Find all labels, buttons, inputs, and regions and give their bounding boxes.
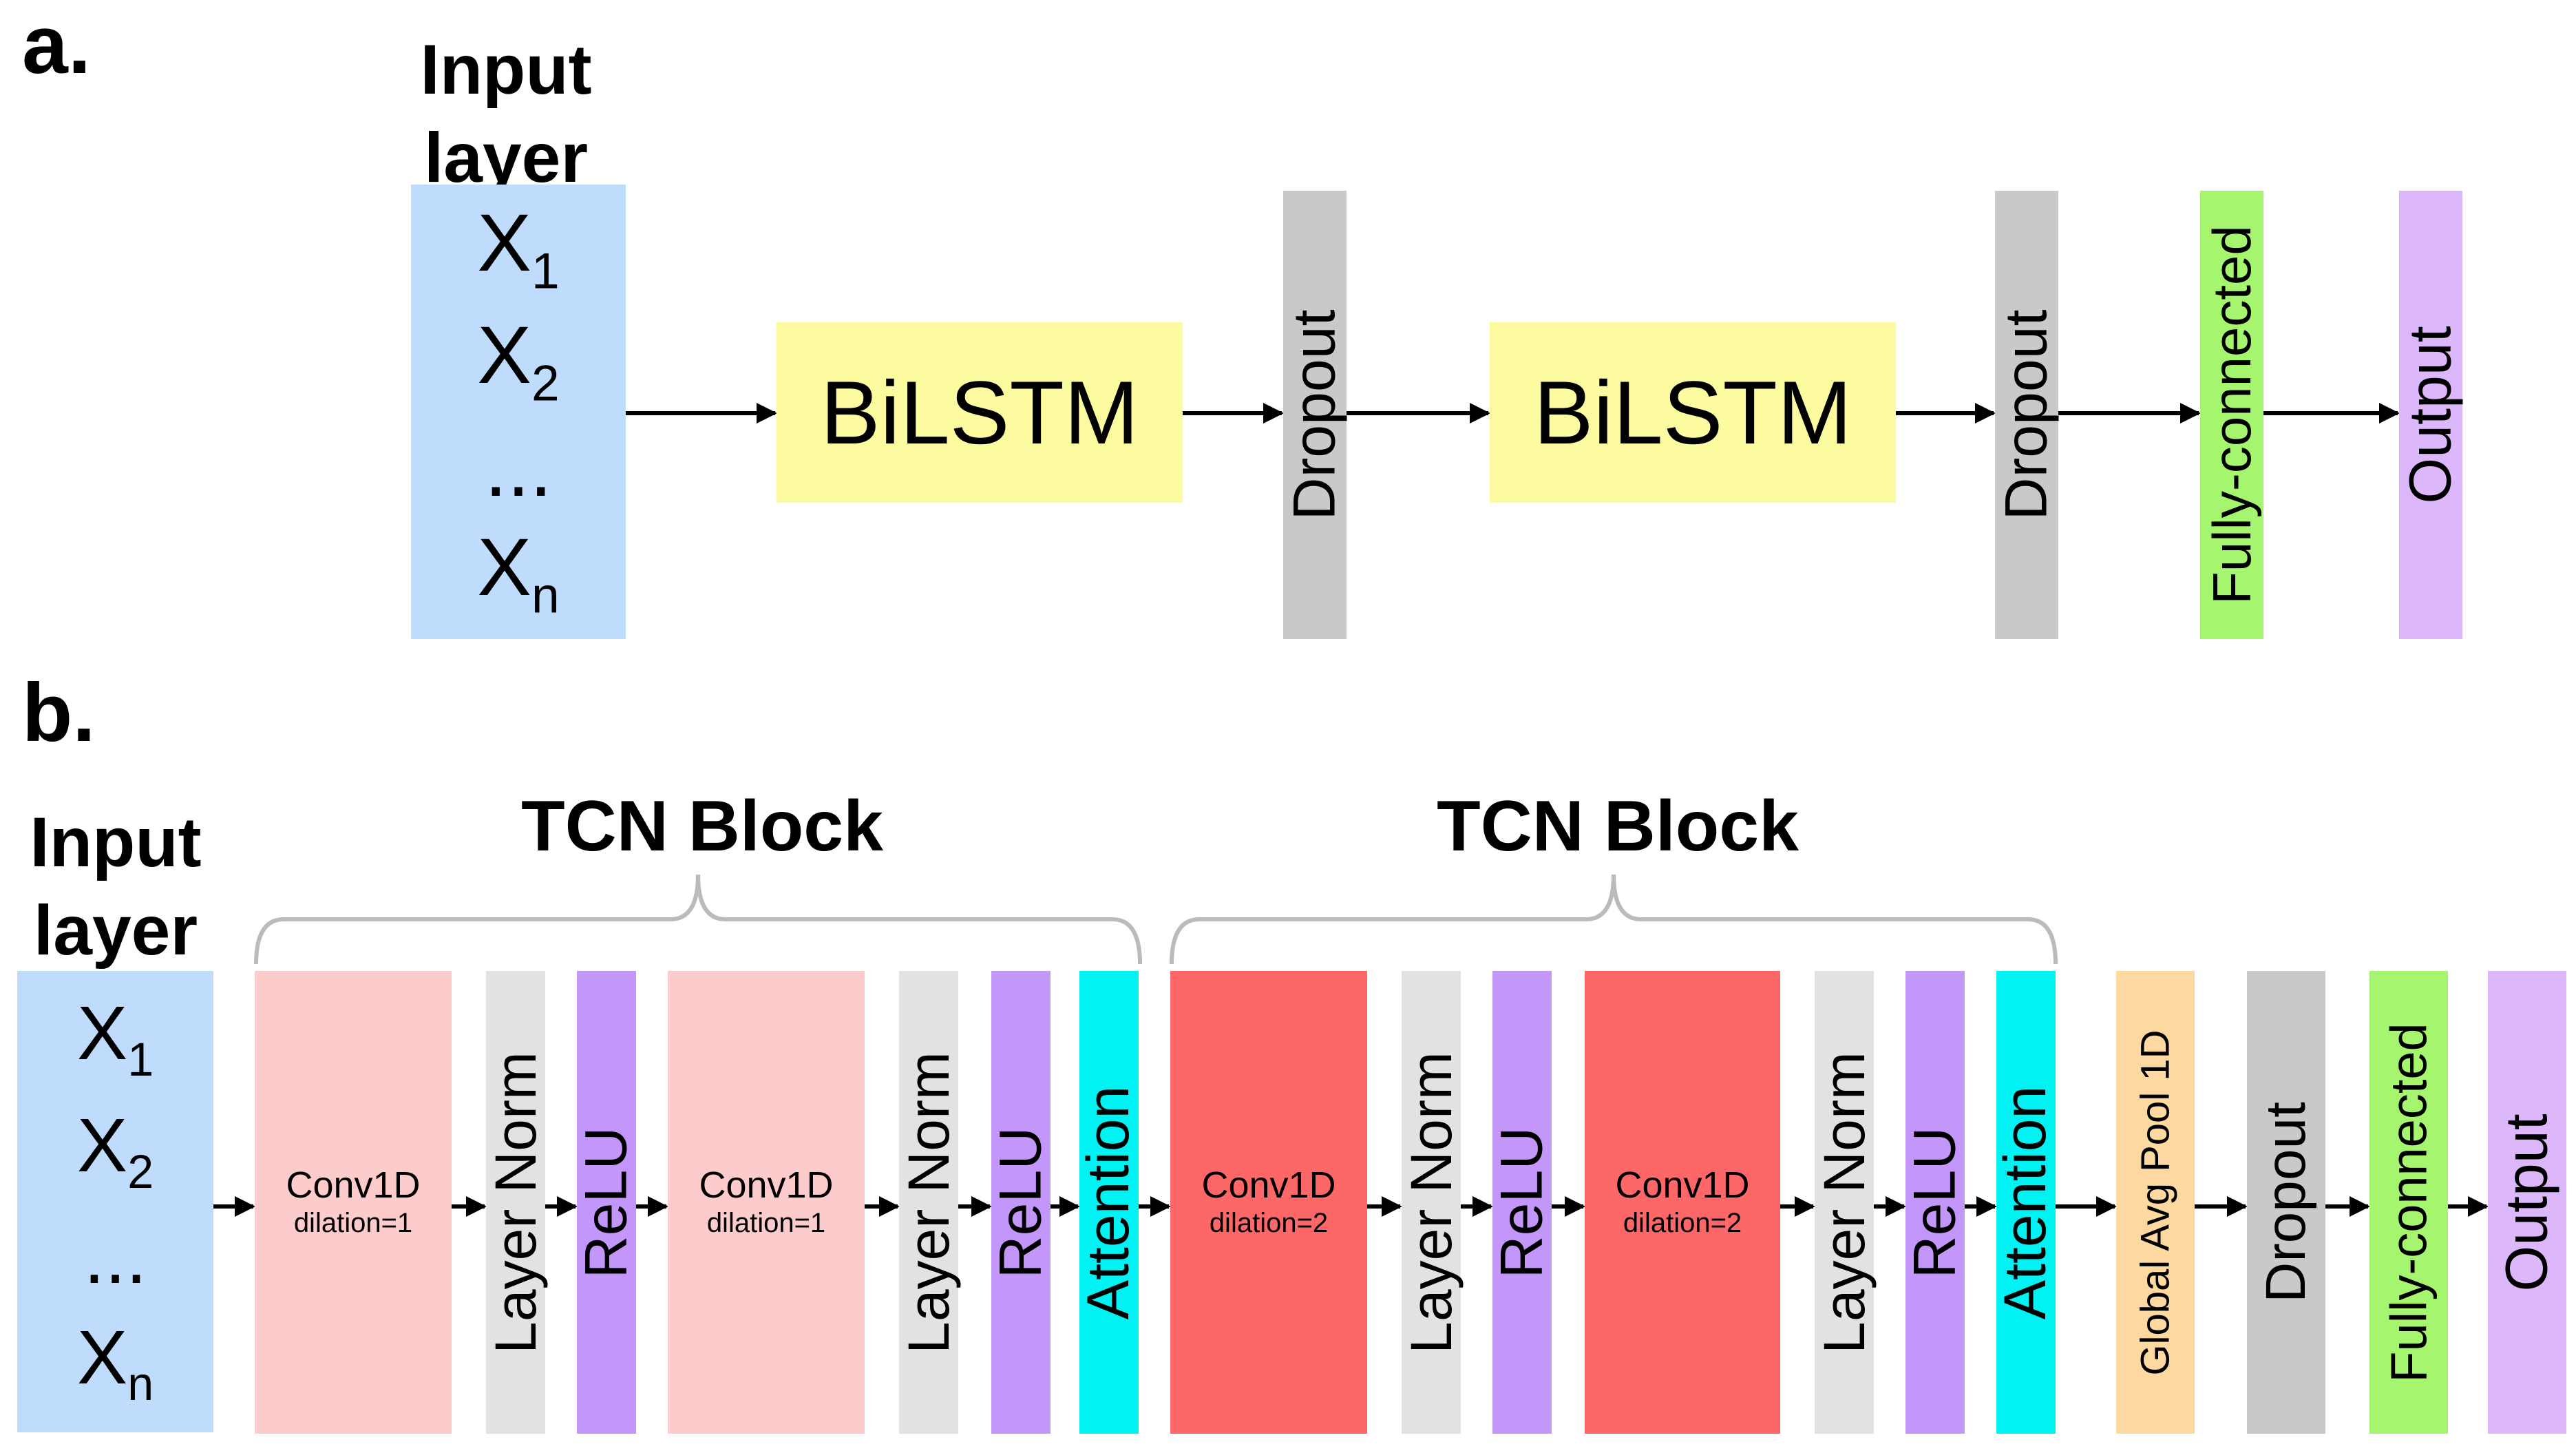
input-variable-base: X bbox=[76, 990, 128, 1076]
b-output: Output bbox=[2488, 971, 2566, 1434]
input-variable: Xn bbox=[77, 1320, 154, 1408]
tcn-block-title-2: TCN Block bbox=[1437, 786, 1799, 866]
b-relu-1: ReLU bbox=[573, 971, 640, 1434]
conv-label: Conv1D bbox=[1615, 1164, 1750, 1206]
a-fully-connected: Fully-connected bbox=[2200, 191, 2263, 639]
conv-label: Conv1D bbox=[1201, 1164, 1336, 1206]
input-variable-subscript: 2 bbox=[531, 355, 560, 412]
a-dropout-1: Dropout bbox=[1281, 191, 1348, 639]
a-bilstm-2: BiLSTM bbox=[1490, 322, 1896, 503]
layer-label: ReLU bbox=[987, 1127, 1054, 1278]
conv-dilation: dilation=1 bbox=[293, 1207, 413, 1238]
layer-label: Global Avg Pool 1D bbox=[2133, 1029, 2178, 1375]
input-variable-base: ... bbox=[83, 1215, 147, 1300]
layer-label: Fully-connected bbox=[2201, 225, 2262, 605]
layer-label: Dropout bbox=[1281, 309, 1348, 521]
input-variable-subscript: 1 bbox=[127, 1033, 154, 1086]
input-variable-base: X bbox=[76, 1102, 128, 1188]
layer-label: Layer Norm bbox=[483, 1051, 548, 1354]
input-variable-base: X bbox=[477, 198, 532, 289]
layer-label: ReLU bbox=[1901, 1127, 1968, 1278]
b-attention-2: Attention bbox=[1993, 971, 2059, 1434]
input-variable-base: X bbox=[477, 310, 532, 401]
input-variable: X1 bbox=[77, 995, 154, 1086]
input-variable: Xn bbox=[477, 527, 559, 621]
input-variable-base: X bbox=[477, 521, 532, 613]
b-relu-2: ReLU bbox=[988, 971, 1054, 1434]
layer-label: BiLSTM bbox=[1533, 362, 1852, 463]
layer-label: Layer Norm bbox=[1811, 1051, 1877, 1354]
b-layer-norm-4: Layer Norm bbox=[1812, 971, 1877, 1434]
input-variable-subscript: 2 bbox=[127, 1145, 154, 1198]
layer-label: ReLU bbox=[1488, 1127, 1555, 1278]
layer-label: ReLU bbox=[573, 1127, 640, 1278]
tcn-block-bracket-1 bbox=[254, 874, 1142, 965]
layer-label: Attention bbox=[1992, 1085, 2059, 1319]
panel-b-label: b. bbox=[22, 667, 96, 759]
a-dropout-2: Dropout bbox=[1993, 191, 2060, 639]
a-bilstm-1: BiLSTM bbox=[777, 322, 1183, 503]
b-layer-norm-3: Layer Norm bbox=[1399, 971, 1464, 1434]
b-global-avg-pool: Global Avg Pool 1D bbox=[2116, 971, 2195, 1434]
layer-label: Output bbox=[2397, 326, 2464, 504]
b-layer-norm-2: Layer Norm bbox=[896, 971, 961, 1434]
input-variable: X2 bbox=[77, 1107, 154, 1198]
b-fully-connected: Fully-connected bbox=[2369, 971, 2448, 1434]
input-variable-base: X bbox=[76, 1315, 128, 1401]
input-variable-subscript: 1 bbox=[531, 242, 560, 300]
layer-label: Fully-connected bbox=[2380, 1022, 2438, 1383]
conv-label: Conv1D bbox=[699, 1164, 834, 1206]
conv-label: Conv1D bbox=[286, 1164, 421, 1206]
panel-a-label: a. bbox=[22, 0, 92, 91]
layer-label: Layer Norm bbox=[1398, 1051, 1464, 1354]
input-variable-subscript: n bbox=[127, 1357, 154, 1410]
input-variable-base: ... bbox=[484, 422, 553, 514]
b-dropout: Dropout bbox=[2247, 971, 2325, 1434]
input-variable: ... bbox=[485, 428, 552, 509]
conv-dilation: dilation=2 bbox=[1623, 1207, 1742, 1238]
b-layer-norm-1: Layer Norm bbox=[483, 971, 548, 1434]
b-attention-1: Attention bbox=[1076, 971, 1142, 1434]
a-output: Output bbox=[2397, 191, 2464, 639]
tcn-block-bracket-2 bbox=[1170, 874, 2058, 965]
layer-label: Layer Norm bbox=[896, 1051, 961, 1354]
conv-dilation: dilation=2 bbox=[1209, 1207, 1329, 1238]
layer-label: Output bbox=[2493, 1113, 2560, 1292]
conv-dilation: dilation=1 bbox=[706, 1207, 826, 1238]
layer-label: Dropout bbox=[2255, 1102, 2318, 1303]
panel-b-input-title: Input layer bbox=[30, 803, 202, 970]
input-variable: ... bbox=[84, 1220, 147, 1295]
b-relu-3: ReLU bbox=[1489, 971, 1555, 1434]
panel-a-input-title: Input layer bbox=[420, 30, 592, 197]
layer-label: BiLSTM bbox=[820, 362, 1139, 463]
input-variable: X2 bbox=[477, 315, 559, 409]
input-variable: X1 bbox=[477, 202, 559, 297]
b-relu-4: ReLU bbox=[1902, 971, 1968, 1434]
input-variable-subscript: n bbox=[531, 567, 560, 624]
layer-label: Attention bbox=[1075, 1085, 1142, 1319]
layer-label: Dropout bbox=[1993, 309, 2060, 521]
tcn-block-title-1: TCN Block bbox=[521, 786, 883, 866]
